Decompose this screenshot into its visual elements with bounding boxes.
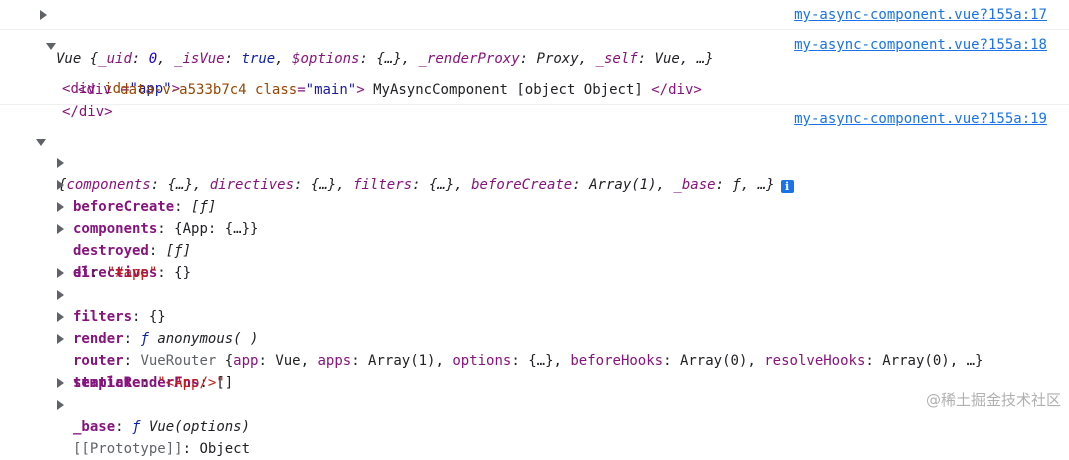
prop-render[interactable]: render: ƒ anonymous( ) (0, 284, 1069, 347)
prop-prototype[interactable]: [[Prototype]]: Object (0, 394, 1069, 457)
console-entry-options-link-row: my-async-component.vue?155a:19 (0, 108, 1069, 130)
divider (0, 104, 1069, 105)
prop-directives[interactable]: directives: {} (0, 218, 1069, 281)
vue-instance-summary[interactable]: Vue {_uid: 0, _isVue: true, $options: {…… (56, 51, 714, 67)
expand-triangle-icon[interactable] (40, 10, 47, 20)
dom-close-tag[interactable]: </div> (62, 104, 113, 120)
divider (0, 29, 1069, 30)
prop-filters[interactable]: filters: {} (0, 262, 1069, 325)
expand-triangle-icon[interactable] (57, 202, 64, 212)
expand-triangle-icon[interactable] (57, 378, 64, 388)
prop-components[interactable]: components: {App: {…}} (0, 174, 1069, 237)
prop-destroyed[interactable]: destroyed: [ƒ] (0, 196, 1069, 259)
dom-child-line[interactable]: <div data-v-a533b7c4 class="main"> MyAsy… (78, 82, 702, 98)
expand-triangle-icon[interactable] (57, 158, 64, 168)
source-link[interactable]: my-async-component.vue?155a:17 (794, 7, 1047, 23)
expand-triangle-icon[interactable] (57, 334, 64, 344)
collapse-triangle-icon[interactable] (46, 43, 56, 50)
collapse-triangle-icon[interactable] (36, 139, 46, 146)
prop-router[interactable]: router: VueRouter {app: Vue, apps: Array… (0, 306, 1069, 369)
source-link[interactable]: my-async-component.vue?155a:19 (794, 111, 1047, 127)
expand-triangle-icon[interactable] (57, 400, 64, 410)
console-entry-dom-element[interactable]: <div id="app"> my-async-component.vue?15… (0, 34, 1069, 97)
options-object-summary[interactable]: {components: {…}, directives: {…}, filte… (0, 130, 1069, 193)
expand-triangle-icon[interactable] (57, 312, 64, 322)
prop-beforeCreate[interactable]: beforeCreate: [ƒ] (0, 152, 1069, 215)
dom-open-tag[interactable]: <div id="app"> (62, 81, 181, 97)
expand-triangle-icon[interactable] (57, 268, 64, 278)
expand-triangle-icon[interactable] (57, 224, 64, 234)
info-icon[interactable]: i (780, 180, 794, 193)
prop-el: el: "#app" (73, 265, 158, 281)
watermark: @稀土掘金技术社区 (925, 391, 1061, 409)
source-link[interactable]: my-async-component.vue?155a:18 (794, 37, 1047, 53)
prop-base[interactable]: _base: ƒ Vue(options) (0, 372, 1069, 435)
expand-triangle-icon[interactable] (57, 290, 64, 300)
expand-triangle-icon[interactable] (57, 180, 64, 190)
console-entry-vue-instance: Vue {_uid: 0, _isVue: true, $options: {…… (0, 4, 1069, 67)
prop-staticRenderFns[interactable]: staticRenderFns: [] (0, 328, 1069, 391)
prop-template: template: "<App/>" (73, 375, 225, 391)
